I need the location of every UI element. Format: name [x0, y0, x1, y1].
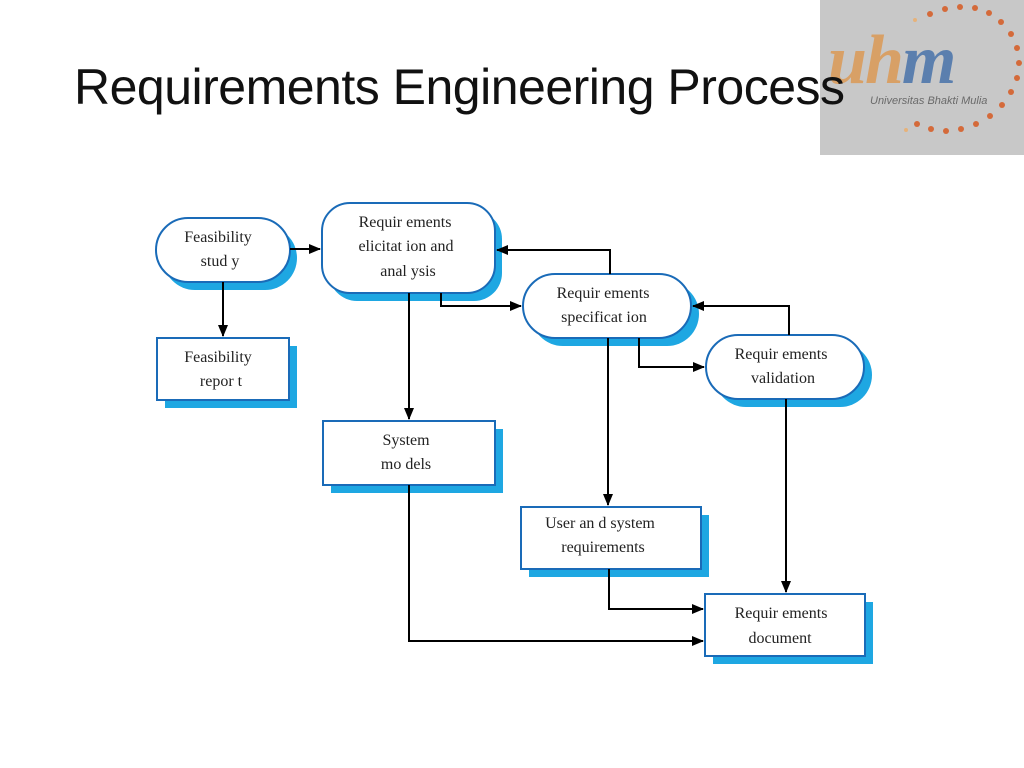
feasibility-report-label-1: Feasibility [184, 349, 252, 366]
logo-letter: u [828, 22, 867, 99]
user-system-requirements-label-1: User an d system [545, 515, 655, 532]
feasibility-study-label-1: Feasibility [184, 229, 252, 246]
requirements-document-node [704, 593, 866, 657]
elicitation-label-2: elicitat ion and [358, 238, 453, 255]
university-logo: uhm Universitas Bhakti Mulia [820, 0, 1024, 155]
validation-label-2: validation [751, 370, 815, 387]
specification-label-2: specificat ion [561, 309, 647, 326]
edge-validation-to-specification [692, 301, 790, 335]
system-models-label-1: System [382, 432, 430, 449]
feasibility-study-node [155, 217, 291, 283]
edge-specification-to-validation [638, 338, 705, 372]
logo-subtitle: Universitas Bhakti Mulia [870, 95, 988, 107]
specification-node [522, 273, 692, 339]
feasibility-report-label-2: repor t [200, 373, 243, 390]
elicitation-label-1: Requir ements [359, 214, 452, 231]
logo-letters: uhm [828, 22, 956, 99]
requirements-document-label-2: document [748, 630, 812, 647]
specification-label-1: Requir ements [557, 285, 650, 302]
slide-title: Requirements Engineering Process [74, 59, 845, 115]
logo-letter: h [864, 22, 904, 99]
logo-wordmark: uhm [828, 26, 956, 96]
connectors [218, 244, 791, 646]
feasibility-study-label-2: stud y [201, 253, 240, 270]
elicitation-label-3: anal ysis [380, 263, 436, 280]
validation-node [705, 334, 865, 400]
requirements-document-label-1: Requir ements [735, 605, 828, 622]
user-system-requirements-label-2: requirements [561, 539, 645, 556]
feasibility-report-node [156, 337, 290, 401]
user-system-requirements-node [520, 506, 702, 570]
logo-dots-icon [904, 4, 1022, 134]
edge-specification-to-elicitation [496, 245, 611, 274]
edge-elicitation-to-specification [440, 293, 522, 311]
validation-label-1: Requir ements [735, 346, 828, 363]
logo-letter: m [901, 22, 956, 99]
edge-user-requirements-to-document [608, 569, 704, 614]
system-models-label-2: mo dels [381, 456, 431, 473]
system-models-node [322, 420, 496, 486]
edge-models-to-document [408, 485, 704, 646]
